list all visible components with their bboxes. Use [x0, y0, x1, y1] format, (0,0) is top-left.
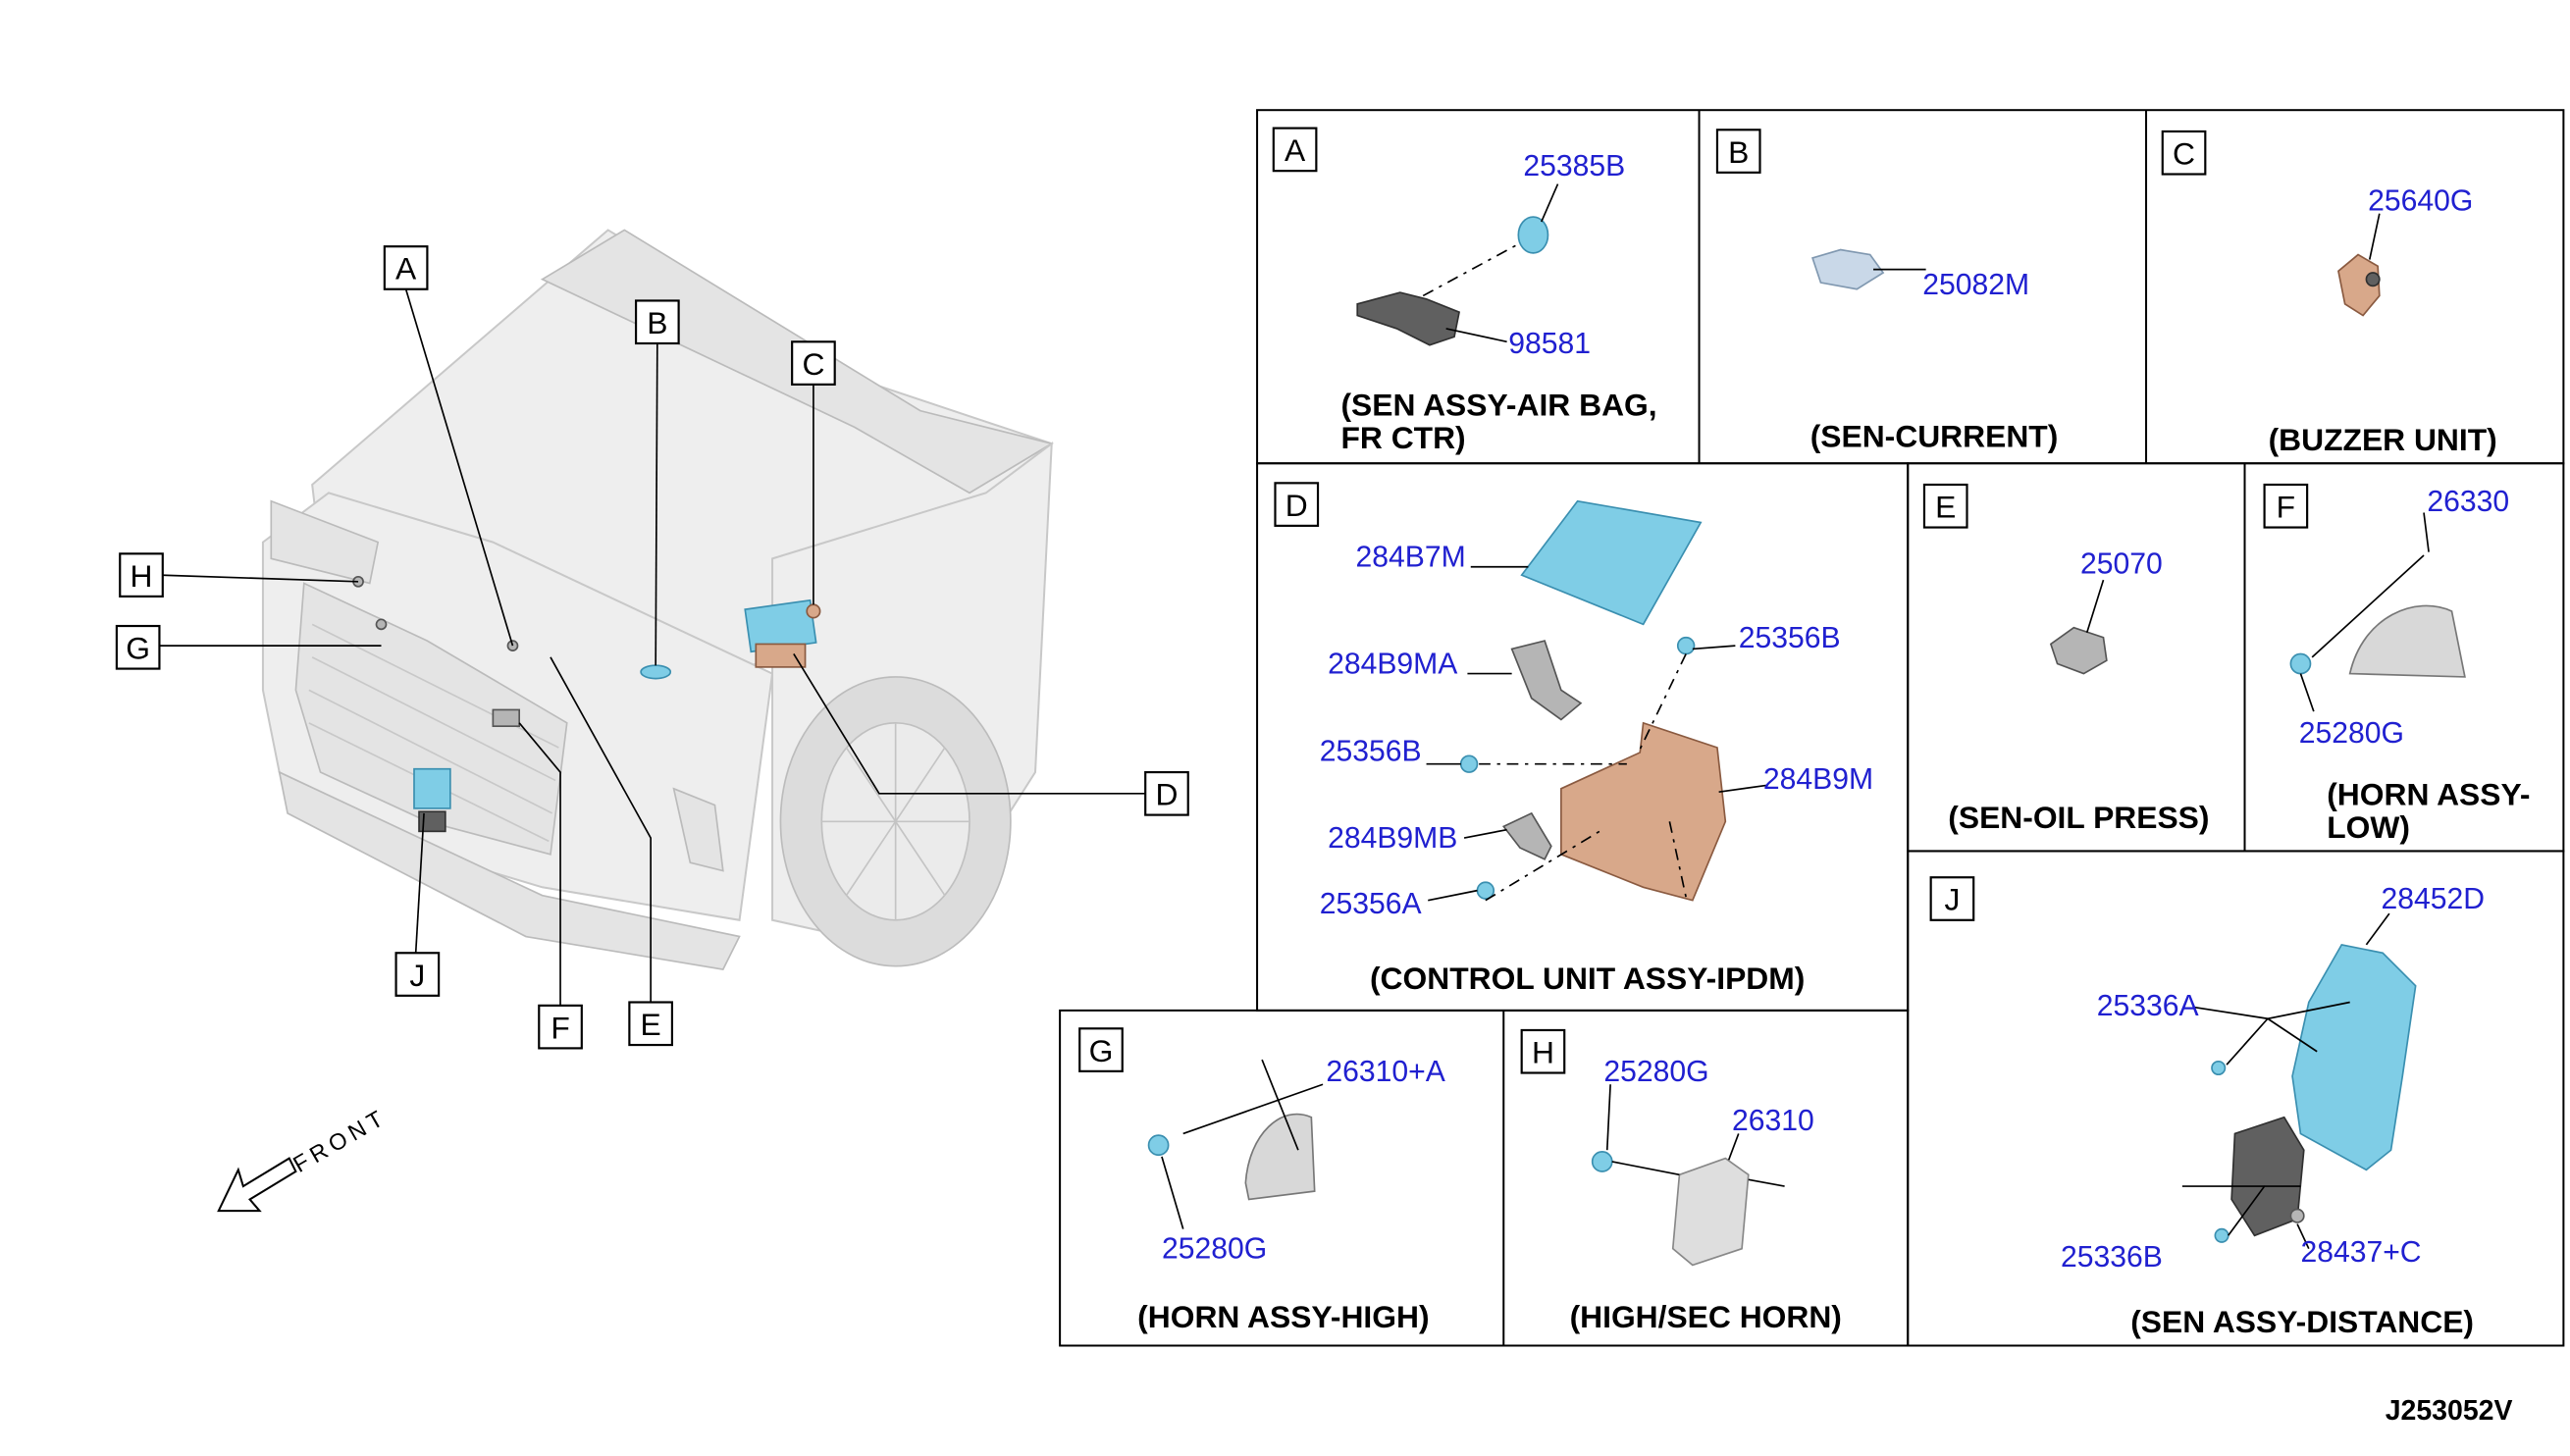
svg-text:B: B [1728, 134, 1749, 170]
panel-g: G 26310+A 25280G (HORN ASSY-HIGH) [1078, 1027, 1446, 1334]
part-number: 28437+C [2300, 1236, 2421, 1269]
svg-text:A: A [1285, 132, 1306, 168]
svg-text:F: F [2277, 489, 2295, 524]
svg-text:G: G [126, 631, 150, 666]
diagram-code: J253052V [2386, 1395, 2513, 1427]
svg-text:E: E [1935, 489, 1956, 524]
panel-caption: (SEN ASSY-AIR BAG, [1340, 388, 1656, 423]
part-number: 25356A [1320, 888, 1423, 920]
callout-b: B [634, 299, 680, 345]
svg-text:H: H [1532, 1034, 1554, 1069]
part-number: 25385B [1523, 150, 1625, 182]
panel-caption: (HORN ASSY-HIGH) [1137, 1299, 1429, 1334]
part-number: 284B7M [1356, 542, 1466, 574]
svg-text:D: D [1285, 488, 1308, 523]
panel-caption: (CONTROL UNIT ASSY-IPDM) [1370, 961, 1805, 996]
svg-text:F: F [551, 1010, 569, 1045]
panel-d: D 284B7M 284B9MA 25356B 25356B 284B9M 28… [1274, 482, 1873, 996]
part-number: 284B9M [1763, 763, 1873, 796]
part-number: 25280G [1162, 1233, 1267, 1266]
panel-b: B 25082M (SEN-CURRENT) [1715, 129, 2059, 453]
panel-e: E 25070 (SEN-OIL PRESS) [1922, 483, 2209, 835]
callout-j: J [394, 952, 441, 997]
svg-text:E: E [641, 1007, 661, 1042]
part-number: 25356B [1320, 735, 1422, 767]
front-direction-arrow: FRONT [217, 1104, 392, 1213]
front-label: FRONT [288, 1104, 392, 1177]
svg-text:J: J [1944, 882, 1960, 917]
part-number: 26310+A [1326, 1056, 1445, 1088]
callout-d: D [1144, 770, 1189, 816]
part-number: 25070 [2080, 547, 2163, 580]
vehicle-illustration [261, 229, 1054, 970]
callout-f: F [538, 1004, 583, 1050]
callout-h: H [119, 552, 164, 598]
panel-f: F 26330 25280G (HORN ASSY- LOW) [2263, 483, 2531, 845]
panel-caption: FR CTR) [1340, 420, 1465, 455]
part-number: 25640G [2368, 184, 2473, 217]
part-number: 284B9MA [1328, 649, 1458, 681]
panel-grid [1059, 109, 2565, 1347]
svg-text:C: C [802, 346, 824, 382]
part-number: 26310 [1732, 1105, 1814, 1137]
svg-text:J: J [409, 958, 425, 993]
part-number: 284B9MB [1328, 822, 1457, 855]
part-number: 25280G [2299, 717, 2404, 750]
panel-caption: (SEN-CURRENT) [1810, 418, 2059, 453]
panel-caption: (SEN ASSY-DISTANCE) [2130, 1304, 2474, 1339]
part-number: 98581 [1508, 328, 1591, 360]
part-number: 28452D [2381, 883, 2485, 915]
panel-j: J 28452D 25336A 25336B 28437+C (SEN ASSY… [1929, 876, 2485, 1339]
svg-text:G: G [1089, 1033, 1114, 1068]
svg-text:C: C [2173, 135, 2195, 171]
part-number: 25356B [1739, 622, 1841, 654]
panel-c: C 25640G (BUZZER UNIT) [2161, 130, 2497, 457]
callout-a: A [383, 245, 429, 290]
svg-text:A: A [395, 251, 417, 286]
panel-caption: (HIGH/SEC HORN) [1570, 1299, 1842, 1334]
panel-a: A 25385B 98581 (SEN ASSY-AIR BAG, FR CTR… [1272, 127, 1657, 455]
panel-caption: LOW) [2327, 809, 2410, 845]
svg-text:D: D [1155, 777, 1178, 812]
panel-caption: (BUZZER UNIT) [2269, 422, 2497, 457]
panel-caption: (HORN ASSY- [2327, 777, 2530, 812]
callout-g: G [115, 624, 161, 670]
panel-caption: (SEN-OIL PRESS) [1948, 800, 2209, 835]
svg-text:H: H [131, 558, 153, 594]
callout-leader-lines [159, 288, 1146, 1006]
callout-c: C [791, 340, 836, 386]
part-number: 25336B [2061, 1241, 2163, 1274]
part-number: 25082M [1922, 269, 2029, 301]
panel-h: H 25280G 26310 (HIGH/SEC HORN) [1520, 1028, 1842, 1334]
part-number: 25336A [2097, 990, 2200, 1022]
svg-text:B: B [647, 305, 667, 340]
part-number: 25280G [1603, 1056, 1708, 1088]
part-number: 26330 [2427, 486, 2509, 518]
callout-e: E [628, 1001, 673, 1047]
